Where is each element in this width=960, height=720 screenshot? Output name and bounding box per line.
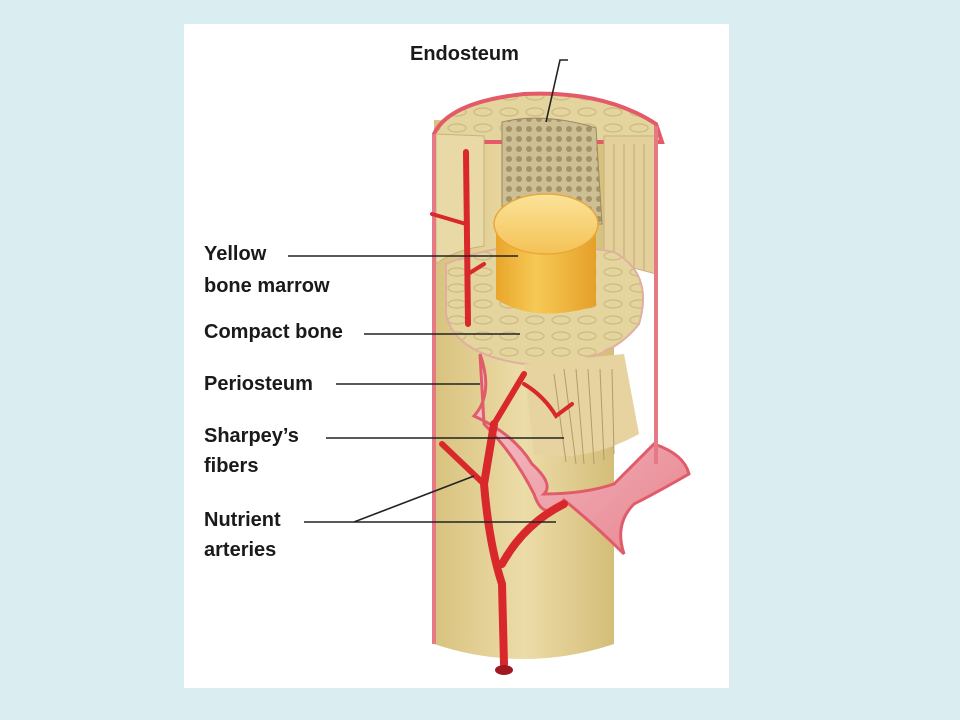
label-nutrient-line2: arteries <box>204 539 277 561</box>
leader-lines <box>288 59 568 523</box>
sharpeys-fibers-strokes <box>553 368 615 465</box>
label-nutrient-line1: Nutrient <box>204 509 281 531</box>
label-yellow-marrow-line2: bone marrow <box>204 275 330 297</box>
label-yellow-marrow-line1: Yellow <box>204 243 267 265</box>
label-sharpeys-line2: fibers <box>204 455 259 477</box>
nutrient-arteries <box>430 149 574 668</box>
label-compact-bone: Compact bone <box>204 321 343 343</box>
inner-cavity <box>524 354 639 457</box>
label-sharpeys-line1: Sharpey’s <box>204 425 299 447</box>
label-periosteum: Periosteum <box>204 373 313 395</box>
bone-illustration <box>288 59 691 675</box>
diagram-panel: Endosteum Yellow bone marrow Compact bon… <box>184 24 729 688</box>
yellow-marrow-top <box>493 193 599 255</box>
periosteum-rim <box>432 91 665 144</box>
label-endosteum: Endosteum <box>410 43 519 65</box>
cut-face-left <box>435 133 485 266</box>
